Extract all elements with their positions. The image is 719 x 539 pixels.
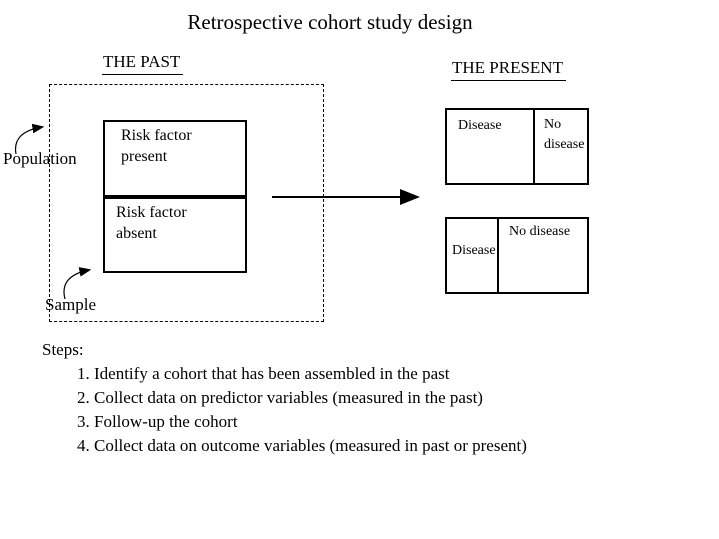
risk-factor-absent-label: Risk factor absent <box>116 204 187 242</box>
heading-the-past-label: THE PAST <box>102 52 184 75</box>
disease-cell-exposed: Disease <box>447 110 535 183</box>
step-item-4: 4. Collect data on outcome variables (me… <box>77 436 527 455</box>
heading-the-present-label: THE PRESENT <box>451 58 566 81</box>
step-item-3: 3. Follow-up the cohort <box>77 412 238 431</box>
population-dashed-box <box>49 84 324 322</box>
outcome-box-risk-absent: Disease No disease <box>445 217 589 294</box>
past-to-present-arrow-icon <box>272 189 420 205</box>
no-disease-label-exposed: No disease <box>544 117 585 152</box>
population-label: Population <box>3 149 77 168</box>
heading-the-present: THE PRESENT <box>451 58 566 81</box>
population-arrow-icon <box>14 123 45 155</box>
steps-section: Steps: 1. Identify a cohort that has bee… <box>42 338 662 458</box>
disease-label-exposed: Disease <box>458 118 502 133</box>
step-item-1: 1. Identify a cohort that has been assem… <box>77 364 450 383</box>
page-title: Retrospective cohort study design <box>187 10 473 34</box>
risk-factor-absent-box: Risk factor absent <box>103 197 247 273</box>
heading-the-past: THE PAST <box>102 52 184 75</box>
disease-label-unexposed: Disease <box>452 243 496 258</box>
risk-factor-present-label: Risk factor present <box>121 127 192 165</box>
sample-arrow-icon <box>63 267 92 300</box>
step-item-2: 2. Collect data on predictor variables (… <box>77 388 483 407</box>
no-disease-cell-exposed: No disease <box>535 110 587 183</box>
disease-cell-unexposed: Disease <box>447 219 499 292</box>
no-disease-label-unexposed: No disease <box>509 224 571 239</box>
steps-heading: Steps: <box>42 340 84 359</box>
no-disease-cell-unexposed: No disease <box>499 219 587 292</box>
risk-factor-present-box: Risk factor present <box>103 120 247 197</box>
sample-label: Sample <box>45 295 96 314</box>
outcome-box-risk-present: Disease No disease <box>445 108 589 185</box>
